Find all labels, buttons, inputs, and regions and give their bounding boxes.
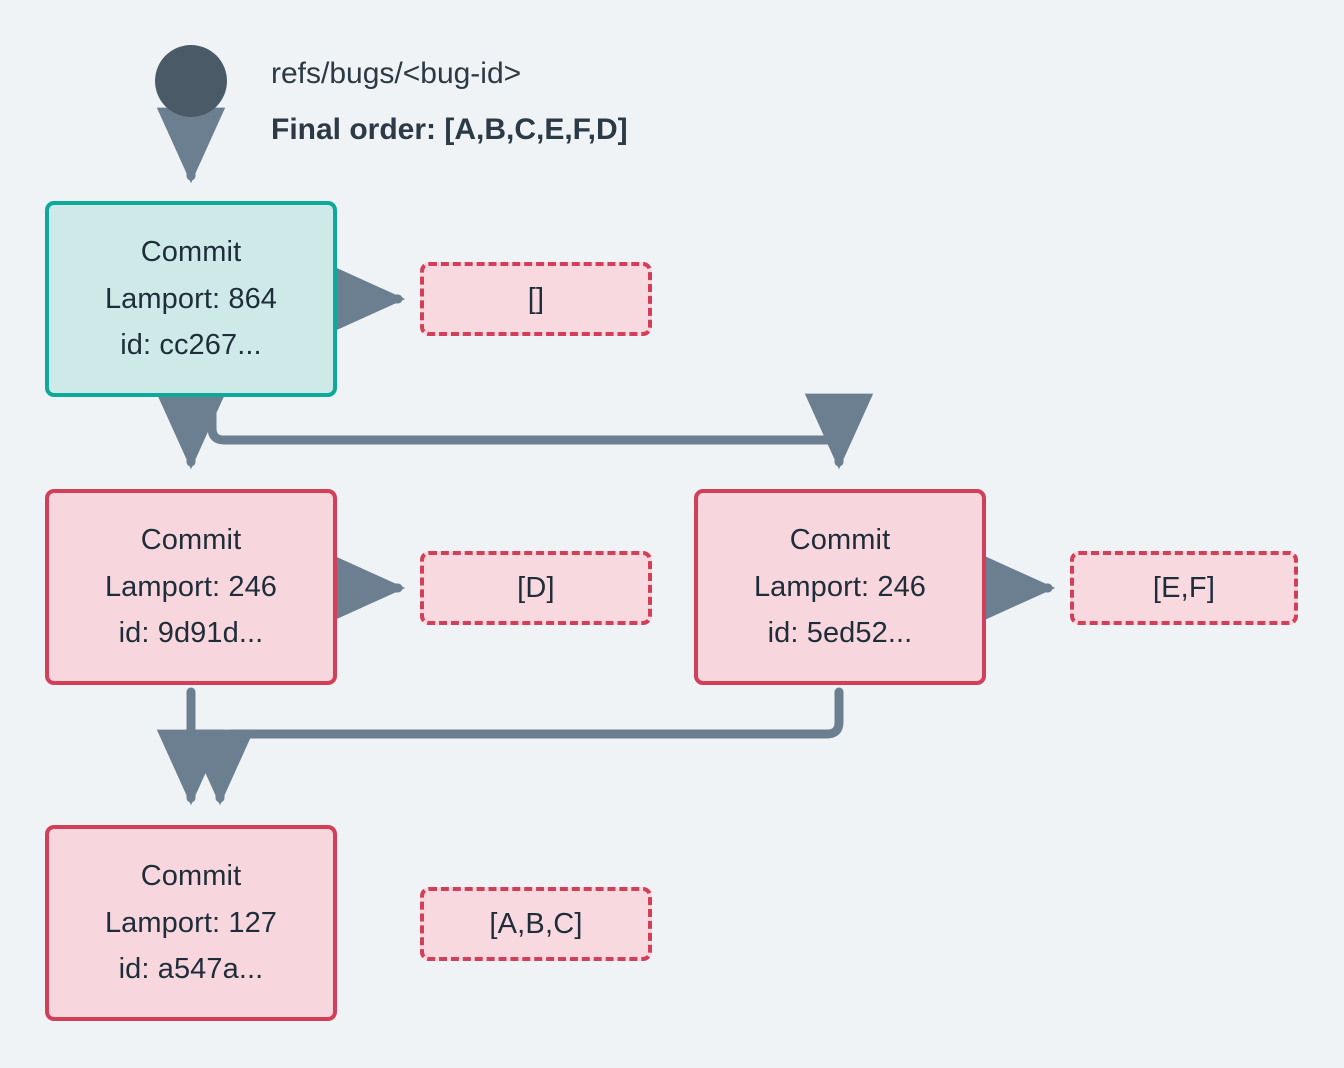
operations-value: [E,F] <box>1152 571 1216 604</box>
root-dot <box>155 45 227 117</box>
commit-lamport-label: Lamport: 246 <box>104 570 278 603</box>
commit-node-base-127[interactable]: Commit Lamport: 127 id: a547a... <box>45 825 337 1021</box>
ref-label: refs/bugs/<bug-id> <box>271 57 522 90</box>
commit-node-right-246[interactable]: Commit Lamport: 246 id: 5ed52... <box>694 489 986 685</box>
commit-id-label: id: a547a... <box>118 953 264 986</box>
commit-kind-label: Commit <box>789 523 891 556</box>
operations-box-left-246[interactable]: [D] <box>420 551 652 625</box>
commit-node-left-246[interactable]: Commit Lamport: 246 id: 9d91d... <box>45 489 337 685</box>
operations-value: [D] <box>517 571 555 604</box>
commit-lamport-label: Lamport: 864 <box>104 282 278 315</box>
commit-kind-label: Commit <box>140 859 242 892</box>
commit-node-head[interactable]: Commit Lamport: 864 id: cc267... <box>45 201 337 397</box>
final-order-label: Final order: [A,B,C,E,F,D] <box>271 113 628 146</box>
commit-kind-label: Commit <box>140 235 242 268</box>
commit-id-label: id: 5ed52... <box>767 617 913 650</box>
commit-id-label: id: cc267... <box>120 329 262 362</box>
operations-box-right-246[interactable]: [E,F] <box>1070 551 1298 625</box>
edge-right246-to-base127 <box>185 687 844 806</box>
commit-lamport-label: Lamport: 246 <box>753 570 927 603</box>
operations-box-base-127[interactable]: [A,B,C] <box>420 887 652 961</box>
operations-value: [] <box>527 282 545 315</box>
commit-kind-label: Commit <box>140 523 242 556</box>
operations-box-head[interactable]: [] <box>420 262 652 336</box>
commit-id-label: id: 9d91d... <box>118 617 264 650</box>
edge-head-to-right246 <box>207 393 874 470</box>
commit-lamport-label: Lamport: 127 <box>104 906 278 939</box>
operations-value: [A,B,C] <box>489 907 583 940</box>
